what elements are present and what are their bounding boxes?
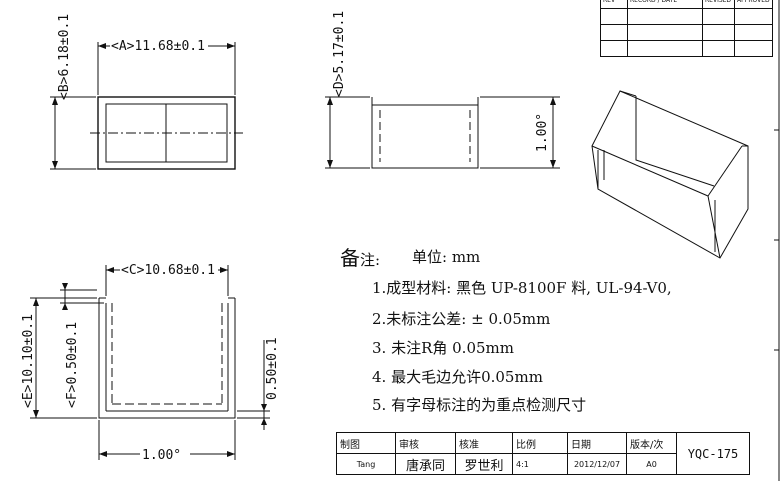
table-row	[600, 24, 773, 41]
title-block-label-row: 制图 审核 核准 比例 日期 版本/次 YQC-175	[336, 432, 750, 475]
revision-header-row: REV RECORD / DATE REVISED APPROVED	[600, 0, 773, 9]
dim-b-label: <B>6.18±0.1	[57, 14, 72, 100]
label-checked: 审核	[395, 432, 456, 454]
label-drawn-by: 制图	[336, 432, 396, 454]
value-scale: 4:1	[512, 453, 568, 475]
value-approved: 罗世利	[455, 453, 513, 475]
part-number: YQC-175	[676, 432, 750, 475]
label-approved: 核准	[455, 432, 513, 454]
dim-a-label: <A>11.68±0.1	[111, 39, 205, 54]
dim-c-label: <C>10.68±0.1	[121, 263, 215, 278]
front-view	[50, 42, 243, 170]
revised-header: REVISED	[702, 0, 735, 9]
value-date: 2012/12/07	[567, 453, 627, 475]
dim-d-label: <D>5.17±0.1	[332, 11, 347, 97]
isometric-view	[591, 90, 749, 259]
value-checked: 唐承同	[395, 453, 456, 475]
record-date-header: RECORD / DATE	[627, 0, 703, 9]
side-view	[325, 96, 560, 169]
title-block: 制图 审核 核准 比例 日期 版本/次 YQC-175 Tang 唐承同 罗世利…	[336, 432, 750, 475]
note-item-2: 2.未标注公差: ± 0.05mm	[372, 310, 551, 328]
label-date: 日期	[567, 432, 627, 454]
title-block-value-row: Tang 唐承同 罗世利 4:1 2012/12/07 A0	[336, 453, 750, 475]
angle-bottom-label: 1.00°	[142, 448, 181, 463]
notes-unit: 单位: mm	[412, 248, 481, 266]
top-view	[30, 265, 270, 460]
dim-e-label: <E>10.10±0.1	[21, 314, 36, 408]
note-item-3: 3. 未注R角 0.05mm	[372, 339, 514, 357]
label-scale: 比例	[512, 432, 568, 454]
note-item-1: 1.成型材料: 黑色 UP-8100F 料, UL-94-V0,	[372, 279, 672, 297]
note-item-4: 4. 最大毛边允许0.05mm	[372, 368, 543, 386]
note-item-5: 5. 有字母标注的为重点检测尺寸	[372, 396, 587, 414]
angle-side-label: 1.00°	[535, 113, 550, 152]
value-drawn-by: Tang	[336, 453, 396, 475]
notes-head-rest: 注:	[360, 251, 381, 269]
notes-head-char: 备	[340, 246, 360, 270]
wall-label: 0.50±0.1	[265, 337, 280, 400]
dim-f-label: <F>0.50±0.1	[65, 322, 80, 408]
table-row	[600, 40, 773, 57]
value-version: A0	[626, 453, 677, 475]
rev-header: REV	[600, 0, 628, 9]
label-version: 版本/次	[626, 432, 677, 454]
approved-header: APPROVED	[734, 0, 773, 9]
notes-heading: 备注:	[340, 242, 380, 271]
table-row	[600, 8, 773, 25]
revision-table: REV RECORD / DATE REVISED APPROVED	[600, 0, 773, 57]
